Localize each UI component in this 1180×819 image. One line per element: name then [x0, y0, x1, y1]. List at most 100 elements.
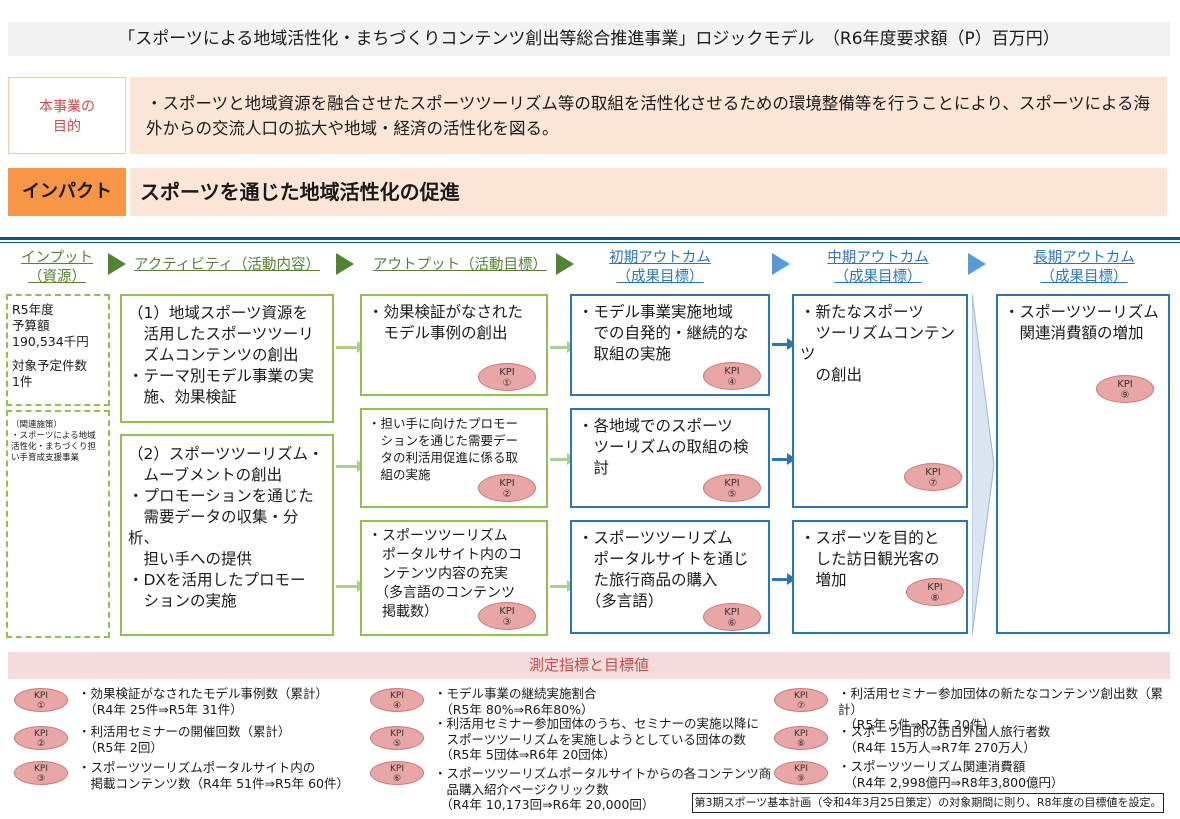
header-output: アウトプット（活動目標） [373, 257, 547, 273]
measure-line: （R5年 80%⇒R6年80%） [434, 701, 594, 717]
flow-arrow-icon [556, 253, 574, 275]
output-line: ・効果検証がなされた [368, 303, 524, 321]
measure-item-6: ・スポーツツーリズムポータルサイトからの各コンテンツ商 品購入紹介ページクリック… [434, 766, 774, 813]
input-line: R5年度 [12, 302, 54, 317]
input-related-line: ・スポーツによる地域 [11, 431, 96, 441]
output-line: ・スポーツツーリズム [368, 528, 508, 544]
mid-line: の創出 [800, 366, 863, 384]
input-line: 190,534千円 [12, 334, 89, 349]
output-box-1: ・効果検証がなされた モデル事例の創出 [360, 294, 548, 396]
activity-box-2: （2）スポーツツーリズム・ ムーブメントの創出 ・プロモーションを通じた 需要デ… [120, 434, 334, 636]
output-line: ションを通じた需要デー [368, 433, 519, 448]
input-budget-box: R5年度 予算額 190,534千円 対象予定件数 1件 [6, 294, 110, 406]
kpi-number: ⑧ [930, 593, 940, 604]
divider [0, 237, 1180, 240]
output-line: ンテンツ内容の充実 [368, 566, 508, 582]
arrow-icon [336, 341, 366, 353]
purpose-text: ・スポーツと地域資源を融合させたスポーツツーリズム等の取組を活性化させるための環… [130, 77, 1167, 154]
kpi-label: KPI [34, 764, 48, 774]
activity-line: ズムコンテンツの創出 [128, 346, 299, 364]
header-activity: アクティビティ（活動内容） [133, 257, 321, 273]
input-line [12, 350, 104, 358]
activity-line: ・DXを活用したプロモー [128, 571, 306, 589]
measure-item-2: ・利活用セミナーの開催回数（累計） （R5年 2回） [78, 724, 378, 755]
initial-box-1: ・モデル事業実施地域 での自発的・継続的な 取組の実施 [570, 294, 770, 396]
header-initial-line1: 初期アウトカム [609, 250, 711, 266]
initial-line: 取組の実施 [578, 345, 672, 363]
arrow-icon [550, 580, 576, 592]
measure-line: ・効果検証がなされたモデル事例数（累計） [78, 686, 329, 701]
kpi-number: ③ [502, 617, 512, 628]
header-input: インプット （資源） [8, 249, 106, 287]
input-line: 予算額 [12, 318, 50, 333]
measure-line: ・スポーツツーリズム関連消費額 [838, 759, 1026, 774]
kpi-label: KPI [390, 729, 404, 739]
kpi-number: ② [502, 489, 512, 500]
long-line: 関連消費額の増加 [1004, 324, 1144, 342]
mid-line: 増加 [800, 571, 847, 589]
mid-box-2: ・スポーツを目的と した訪日観光客の 増加 [792, 520, 968, 634]
kpi-number: ③ [36, 774, 46, 784]
kpi-number: ④ [392, 701, 402, 711]
input-related-line: い手育成支援事業 [11, 453, 80, 463]
kpi-label: KPI [390, 764, 404, 774]
measure-item-3: ・スポーツツーリズムポータルサイト内の 掲載コンテンツ数（R4年 51件⇒R5年… [78, 760, 378, 791]
header-input-line1: インプット [20, 250, 94, 266]
measure-item-5: ・利活用セミナー参加団体のうち、セミナーの実施以降に スポーツツーリズムを実施し… [434, 716, 774, 763]
measure-line: （R4年 10,173回⇒R6年 20,000回） [434, 797, 655, 812]
footnote: 第3期スポーツ基本計画（令和4年3月25日策定）の対象期間に則り、R8年度の目標… [692, 793, 1164, 813]
initial-line: での自発的・継続的な [578, 324, 749, 342]
activity-line: ションの実施 [128, 592, 237, 610]
measure-line: スポーツツーリズムを実施しようとしている団体の数 [434, 731, 746, 747]
chevron-arrow-icon [972, 294, 995, 636]
kpi-number: ⑦ [928, 478, 938, 489]
long-box: ・スポーツツーリズム 関連消費額の増加 [996, 294, 1170, 634]
measure-line: ・利活用セミナーの開催回数（累計） [78, 724, 291, 739]
mid-line: した訪日観光客の [800, 550, 940, 568]
initial-line: （多言語） [578, 592, 664, 610]
kpi-label: KPI [1117, 379, 1133, 390]
initial-line: ・モデル事業実施地域 [578, 303, 734, 321]
flow-arrow-icon [968, 253, 986, 275]
long-line: ・スポーツツーリズム [1004, 303, 1159, 321]
input-related-line: （関連施策） [11, 420, 63, 430]
kpi-label: KPI [499, 606, 515, 617]
kpi-number: ② [36, 739, 46, 749]
output-line: ポータルサイト内のコ [368, 547, 522, 563]
activity-line: ・プロモーションを通じた [128, 487, 314, 505]
divider [0, 242, 1180, 243]
output-line: ・担い手に向けたプロモー [368, 416, 519, 431]
activity-line: （2）スポーツツーリズム・ [128, 445, 324, 463]
measure-item-7: ・利活用セミナー参加団体の新たなコンテンツ創出数（累計） （R5年 5件⇒R7年… [838, 686, 1168, 733]
measure-line: ・モデル事業の継続実施割合 [434, 686, 597, 701]
input-related-line: 活性化・まちづくり担 [11, 442, 97, 452]
header-mid-line2: （成果目標） [834, 269, 922, 285]
output-line: （多言語のコンテンツ [368, 585, 515, 601]
measure-title: 測定指標と目標値 [8, 652, 1170, 679]
header-initial-line2: （成果目標） [616, 269, 704, 285]
mid-line: ツーリズムコンテンツ [800, 324, 956, 363]
kpi-number: ⑥ [727, 618, 737, 629]
header-mid: 中期アウトカム （成果目標） [818, 249, 938, 287]
kpi-number: ⑧ [796, 739, 806, 749]
measure-item-4: ・モデル事業の継続実施割合 （R5年 80%⇒R6年80%） [434, 686, 774, 717]
header-mid-line1: 中期アウトカム [827, 250, 929, 266]
kpi-number: ⑥ [392, 774, 402, 784]
measure-line: ・利活用セミナー参加団体のうち、セミナーの実施以降に [434, 716, 760, 731]
activity-box-1: （1）地域スポーツ資源を 活用したスポーツツーリ ズムコンテンツの創出 ・テーマ… [120, 294, 334, 423]
activity-line: 活用したスポーツツーリ [128, 325, 314, 343]
kpi-label: KPI [499, 367, 515, 378]
arrow-icon [550, 453, 576, 465]
kpi-label: KPI [794, 729, 808, 739]
